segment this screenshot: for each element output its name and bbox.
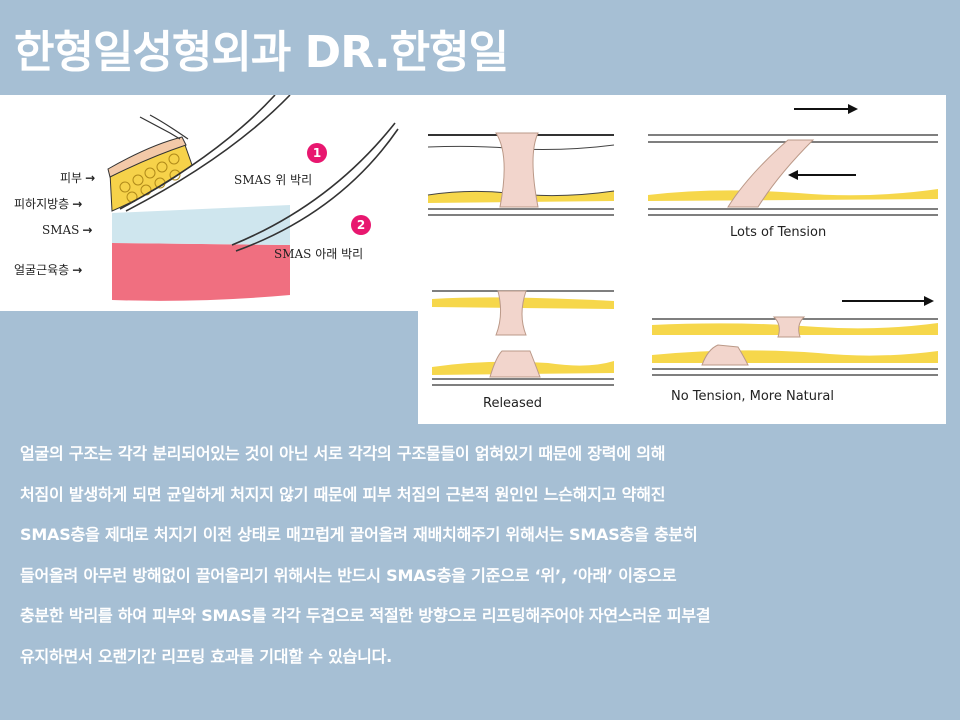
callout-above-smas: SMAS 위 박리	[234, 173, 313, 187]
description-line: 유지하면서 오랜기간 리프팅 효과를 기대할 수 있습니다.	[20, 646, 393, 666]
description-line: 충분한 박리를 하여 피부와 SMAS를 각각 두겹으로 적절한 방향으로 리프…	[20, 606, 711, 625]
label-facial-muscle: 얼굴근육층→	[14, 263, 83, 277]
instrument-upper	[119, 95, 276, 210]
callout-below-smas: SMAS 아래 박리	[274, 247, 364, 261]
caption-released: Released	[483, 396, 543, 411]
label-subcutaneous-fat: 피하지방층→	[14, 197, 83, 211]
tension-comparison-diagram: Lots of Tension Released No Tension, Mor…	[418, 95, 946, 424]
caption-lots-of-tension: Lots of Tension	[730, 225, 827, 240]
caption-no-tension: No Tension, More Natural	[671, 389, 834, 404]
page-title: 한형일성형외과 DR.한형일	[14, 27, 509, 78]
panel-no-tension	[652, 296, 938, 376]
description-line: SMAS층을 제대로 처지기 이전 상태로 매끄럽게 끌어올려 재배치해주기 위…	[20, 525, 698, 544]
muscle-layer	[112, 243, 290, 301]
panel-lots-of-tension	[648, 104, 938, 216]
callout-badge-2: 2	[351, 215, 371, 235]
panel-released	[432, 290, 614, 386]
skin-layer	[107, 136, 187, 178]
label-skin: 피부→	[60, 171, 96, 185]
callout-badge-1: 1	[307, 143, 327, 163]
instrument-lower	[231, 122, 396, 246]
description-line: 들어올려 아무런 방해없이 끌어올리기 위해서는 반드시 SMAS층을 기준으로…	[20, 565, 677, 585]
panel-baseline	[427, 132, 615, 216]
tension-illustration	[427, 104, 938, 386]
description-line: 얼굴의 구조는 각각 분리되어있는 것이 아닌 서로 각각의 구조물들이 얽혀있…	[20, 444, 666, 463]
layer-illustration	[107, 95, 399, 301]
label-smas: SMAS→	[42, 223, 93, 237]
smas-layer-diagram: 피부→ 피하지방층→ SMAS→ 얼굴근육층→ 1 SMAS 위 박리 2 SM…	[0, 95, 418, 311]
smas-layer	[112, 205, 290, 245]
description: 얼굴의 구조는 각각 분리되어있는 것이 아닌 서로 각각의 구조물들이 얽혀있…	[20, 438, 950, 681]
description-line: 처짐이 발생하게 되면 균일하게 처지지 않기 때문에 피부 처짐의 근본적 원…	[20, 484, 666, 504]
